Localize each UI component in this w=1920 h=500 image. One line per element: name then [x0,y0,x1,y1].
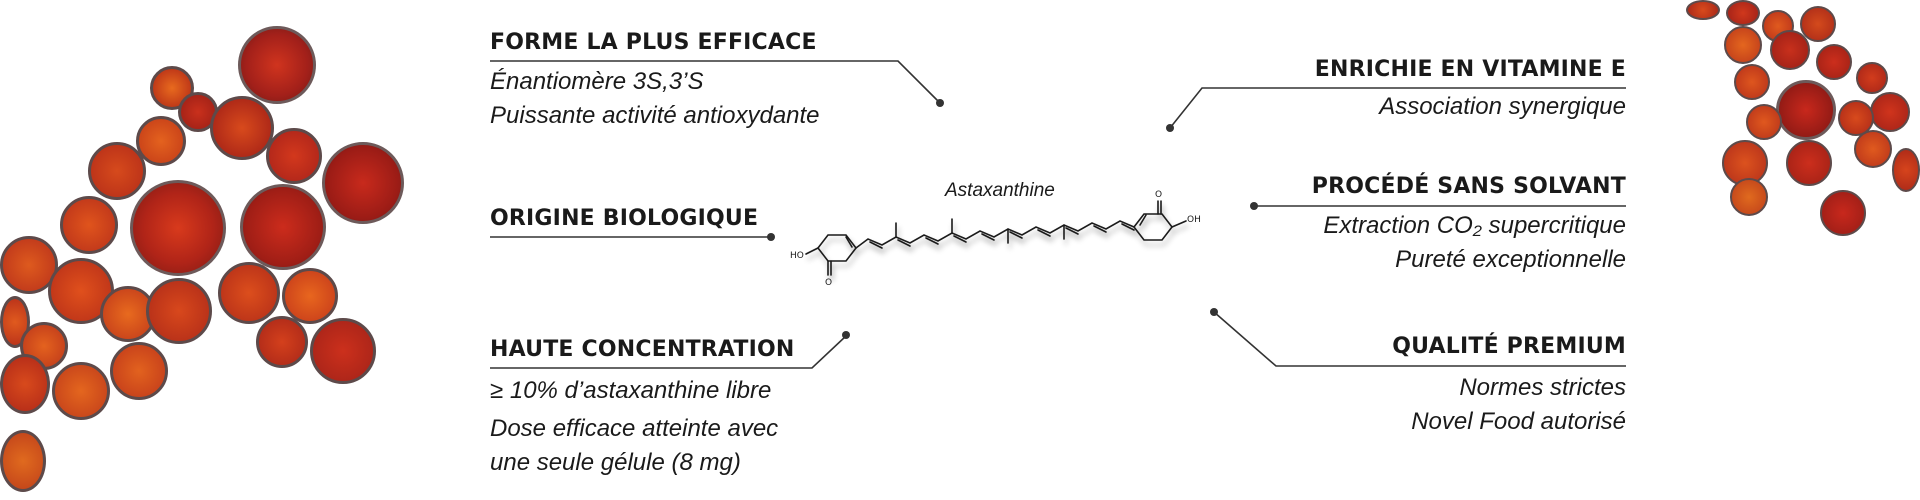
algae-cell [1770,30,1810,70]
algae-cell [282,268,338,324]
algae-cell [110,342,168,400]
algae-cell [1816,44,1852,80]
leader-dot [1166,124,1174,132]
algae-cell [0,296,30,348]
feature-line: Dose efficace atteinte avec [490,415,779,442]
algae-cell [60,196,118,254]
feature-origine-biologique: ORIGINE BIOLOGIQUE [490,206,758,231]
feature-line: Normes strictes [1459,374,1626,401]
algae-cell [1838,100,1874,136]
feature-line: ≥ 10% d’astaxanthine libre [490,377,772,404]
algae-cell [1870,92,1910,132]
algae-cell [1686,0,1720,20]
algae-cell [1820,190,1866,236]
feature-title: HAUTE CONCENTRATION [490,337,795,362]
feature-vitamine-e: ENRICHIE EN VITAMINE E Association syner… [1315,57,1626,124]
algae-cell [1854,130,1892,168]
hydroxyl-label-right: OH [1187,215,1201,225]
algae-cell [322,142,404,224]
algae-cell [310,318,376,384]
feature-title: ENRICHIE EN VITAMINE E [1314,57,1626,82]
algae-cell [178,92,218,132]
feature-line: Pureté exceptionnelle [1395,246,1626,273]
algae-cell [1856,62,1888,94]
molecule-name: Astaxanthine [945,180,1055,201]
algae-cell [52,362,110,420]
astaxanthin-structure: HO O O OH [790,190,1201,288]
algae-cell [130,180,226,276]
algae-cell [1734,64,1770,100]
feature-sans-solvant: PROCÉDÉ SANS SOLVANT Extraction CO₂ supe… [1312,174,1626,277]
oxygen-label-right: O [1155,190,1162,200]
algae-cell [100,286,156,342]
algae-cell [266,128,322,184]
algae-cell [150,66,194,110]
feature-line: Puissante activité antioxydante [490,102,820,129]
algae-cell [1800,6,1836,42]
algae-cell [146,278,212,344]
algae-cell [1722,140,1768,186]
feature-line: Association synergique [1379,93,1626,120]
feature-line: Novel Food autorisé [1411,408,1626,435]
algae-cell [218,262,280,324]
feature-line: Extraction CO₂ supercritique [1323,212,1626,239]
leader-dot [767,233,775,241]
feature-line: une seule gélule (8 mg) [490,449,741,476]
feature-title: ORIGINE BIOLOGIQUE [490,206,759,231]
algae-cell [1730,178,1768,216]
feature-haute-concentration: HAUTE CONCENTRATION ≥ 10% d’astaxanthine… [490,337,795,480]
feature-line: Énantiomère 3S,3’S [490,68,704,95]
algae-cell [1786,140,1832,186]
algae-cell [0,430,46,492]
leader-dot [842,331,850,339]
algae-cell [256,316,308,368]
algae-cell [1776,80,1836,140]
algae-cell [20,322,68,370]
algae-cell [210,96,274,160]
algae-cell [88,142,146,200]
algae-cell [48,258,114,324]
feature-forme-efficace: FORME LA PLUS EFFICACE Énantiomère 3S,3’… [490,30,820,133]
algae-cell [0,354,50,414]
feature-title: FORME LA PLUS EFFICACE [490,30,817,55]
algae-cell [240,184,326,270]
algae-cell [238,26,316,104]
algae-cell [1724,26,1762,64]
feature-title: PROCÉDÉ SANS SOLVANT [1311,174,1626,199]
leader-dot [1250,202,1258,210]
algae-cell [0,236,58,294]
algae-cell [1892,148,1920,192]
algae-cell [1762,10,1794,42]
hydroxyl-label-left: HO [790,251,804,261]
algae-cell [136,116,186,166]
algae-cell [1726,0,1760,26]
feature-qualite-premium: QUALITÉ PREMIUM Normes strictes Novel Fo… [1392,334,1626,439]
feature-title: QUALITÉ PREMIUM [1392,334,1626,359]
algae-cell [1746,104,1782,140]
oxygen-label-left: O [825,278,832,288]
leader-dot [936,99,944,107]
